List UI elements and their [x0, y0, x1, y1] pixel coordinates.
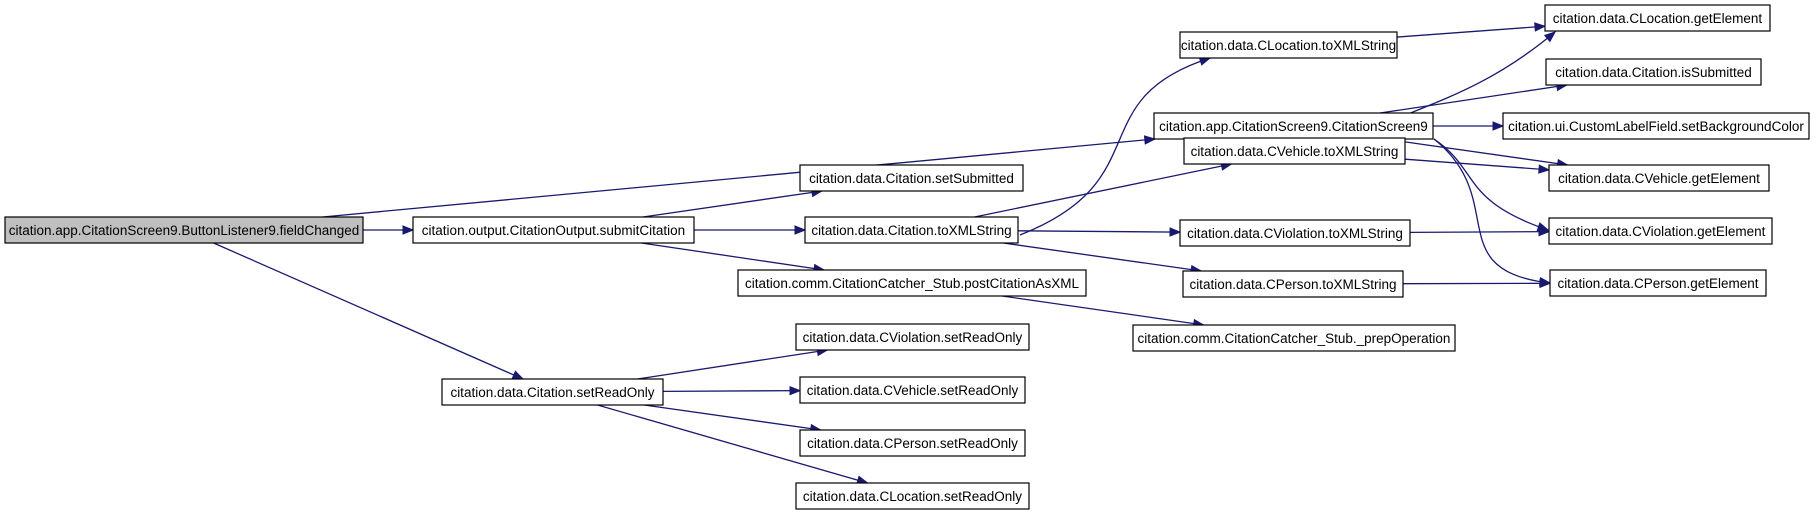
node-label: citation.data.CPerson.toXMLString [1189, 277, 1396, 292]
node-n19[interactable]: citation.data.CVehicle.getElement [1548, 164, 1770, 192]
node-n21[interactable]: citation.data.CPerson.getElement [1549, 269, 1767, 297]
node-box[interactable] [1548, 217, 1773, 245]
node-box[interactable] [1179, 219, 1411, 247]
node-box[interactable] [4, 216, 364, 244]
node-label: citation.data.CPerson.setReadOnly [807, 436, 1018, 451]
edge-n2-n10 [597, 404, 868, 484]
node-label: citation.data.CLocation.toXMLString [1181, 38, 1396, 53]
node-n11[interactable]: citation.data.CLocation.toXMLString [1179, 31, 1398, 59]
node-label: citation.data.CPerson.getElement [1557, 276, 1758, 291]
edge-n13-n20 [1409, 230, 1550, 234]
node-n18[interactable]: citation.ui.CustomLabelField.setBackgrou… [1502, 112, 1810, 140]
edge-n0-n3 [322, 138, 1155, 218]
node-n9[interactable]: citation.data.CPerson.setReadOnly [799, 429, 1026, 457]
arrowhead-n0-n2 [511, 370, 525, 380]
node-n14[interactable]: citation.data.CPerson.toXMLString [1182, 270, 1404, 298]
arrowhead-n2-n8 [789, 385, 802, 396]
edge-n6-n15 [1002, 295, 1204, 326]
node-box[interactable] [441, 378, 664, 406]
node-label: citation.comm.CitationCatcher_Stub.postC… [745, 276, 1079, 291]
node-n13[interactable]: citation.data.CViolation.toXMLString [1179, 219, 1411, 247]
edge-n0-n2 [213, 242, 524, 380]
nodes-layer: citation.app.CitationScreen9.ButtonListe… [4, 4, 1810, 510]
node-box[interactable] [1132, 324, 1456, 352]
node-n6[interactable]: citation.comm.CitationCatcher_Stub.postC… [737, 269, 1087, 297]
node-n5[interactable]: citation.data.Citation.toXMLString [804, 216, 1019, 244]
node-label: citation.data.Citation.setSubmitted [809, 171, 1014, 186]
node-label: citation.data.CLocation.getElement [1553, 11, 1763, 26]
node-label: citation.data.CVehicle.toXMLString [1191, 144, 1399, 159]
node-n7[interactable]: citation.data.CViolation.setReadOnly [795, 323, 1030, 351]
arrowhead-n0-n3 [1143, 135, 1157, 145]
node-n4[interactable]: citation.data.Citation.setSubmitted [799, 164, 1024, 192]
arrowhead-n14-n21 [1539, 278, 1552, 289]
node-label: citation.data.CViolation.toXMLString [1187, 226, 1403, 241]
edge-n2-n8 [662, 389, 801, 393]
node-label: citation.data.Citation.setReadOnly [450, 385, 654, 400]
node-box[interactable] [1548, 164, 1770, 192]
edge-n1-n6 [641, 242, 825, 271]
node-box[interactable] [1545, 58, 1762, 86]
node-label: citation.data.CVehicle.getElement [1558, 171, 1760, 186]
node-box[interactable] [799, 164, 1024, 192]
edge-n5-n13 [1017, 230, 1181, 233]
node-box[interactable] [799, 429, 1026, 457]
node-label: citation.comm.CitationCatcher_Stub._prep… [1138, 331, 1451, 346]
edge-n5-n11 [1019, 57, 1211, 236]
node-label: citation.ui.CustomLabelField.setBackgrou… [1508, 119, 1804, 134]
node-n16[interactable]: citation.data.CLocation.getElement [1544, 4, 1771, 32]
edge-n3-n19 [1384, 138, 1568, 166]
edge-n3-n20 [1433, 138, 1549, 231]
node-n15[interactable]: citation.comm.CitationCatcher_Stub._prep… [1132, 324, 1456, 352]
node-box[interactable] [737, 269, 1087, 297]
edge-n3-n17 [1380, 84, 1567, 114]
node-box[interactable] [1183, 137, 1406, 165]
node-box[interactable] [804, 216, 1019, 244]
arrowhead-n13-n20 [1538, 226, 1551, 237]
node-box[interactable] [1544, 4, 1771, 32]
node-label: citation.data.CVehicle.setReadOnly [807, 383, 1019, 398]
node-box[interactable] [795, 323, 1030, 351]
edge-n5-n12 [974, 163, 1232, 218]
node-label: citation.data.Citation.isSubmitted [1555, 65, 1752, 80]
node-n10[interactable]: citation.data.CLocation.setReadOnly [795, 482, 1030, 510]
node-label: citation.app.CitationScreen9.CitationScr… [1159, 119, 1428, 134]
node-label: citation.app.CitationScreen9.ButtonListe… [9, 223, 360, 238]
arrowhead-n3-n16 [1543, 31, 1557, 43]
node-box[interactable] [795, 482, 1030, 510]
edge-n11-n16 [1396, 25, 1546, 38]
edge-n12-n19 [1404, 158, 1550, 171]
arrowhead-n1-n5 [794, 225, 807, 235]
edges-layer [213, 22, 1569, 485]
node-box[interactable] [1182, 270, 1404, 298]
edge-n2-n9 [644, 404, 821, 431]
node-box[interactable] [1502, 112, 1810, 140]
edge-n2-n7 [637, 349, 828, 380]
node-label: citation.output.CitationOutput.submitCit… [422, 223, 685, 238]
node-n2[interactable]: citation.data.Citation.setReadOnly [441, 378, 664, 406]
node-n3[interactable]: citation.app.CitationScreen9.CitationScr… [1153, 112, 1434, 140]
node-label: citation.data.CViolation.getElement [1556, 224, 1766, 239]
node-n17[interactable]: citation.data.Citation.isSubmitted [1545, 58, 1762, 86]
node-label: citation.data.CViolation.setReadOnly [803, 330, 1023, 345]
edge-n5-n14 [1003, 242, 1202, 272]
edge-n1-n4 [642, 190, 823, 218]
node-box[interactable] [799, 376, 1026, 404]
node-n0[interactable]: citation.app.CitationScreen9.ButtonListe… [4, 216, 364, 244]
node-n20[interactable]: citation.data.CViolation.getElement [1548, 217, 1773, 245]
arrowhead-n11-n16 [1534, 22, 1547, 32]
node-box[interactable] [412, 216, 695, 244]
node-n12[interactable]: citation.data.CVehicle.toXMLString [1183, 137, 1406, 165]
node-box[interactable] [1549, 269, 1767, 297]
node-label: citation.data.CLocation.setReadOnly [803, 489, 1022, 504]
node-n1[interactable]: citation.output.CitationOutput.submitCit… [412, 216, 695, 244]
arrowhead-n3-n18 [1492, 121, 1505, 131]
node-label: citation.data.Citation.toXMLString [811, 223, 1011, 238]
arrowhead-n5-n13 [1169, 227, 1182, 237]
arrowhead-n12-n19 [1538, 164, 1551, 174]
node-box[interactable] [1179, 31, 1398, 59]
node-n8[interactable]: citation.data.CVehicle.setReadOnly [799, 376, 1026, 404]
arrowhead-n0-n1 [402, 225, 415, 235]
